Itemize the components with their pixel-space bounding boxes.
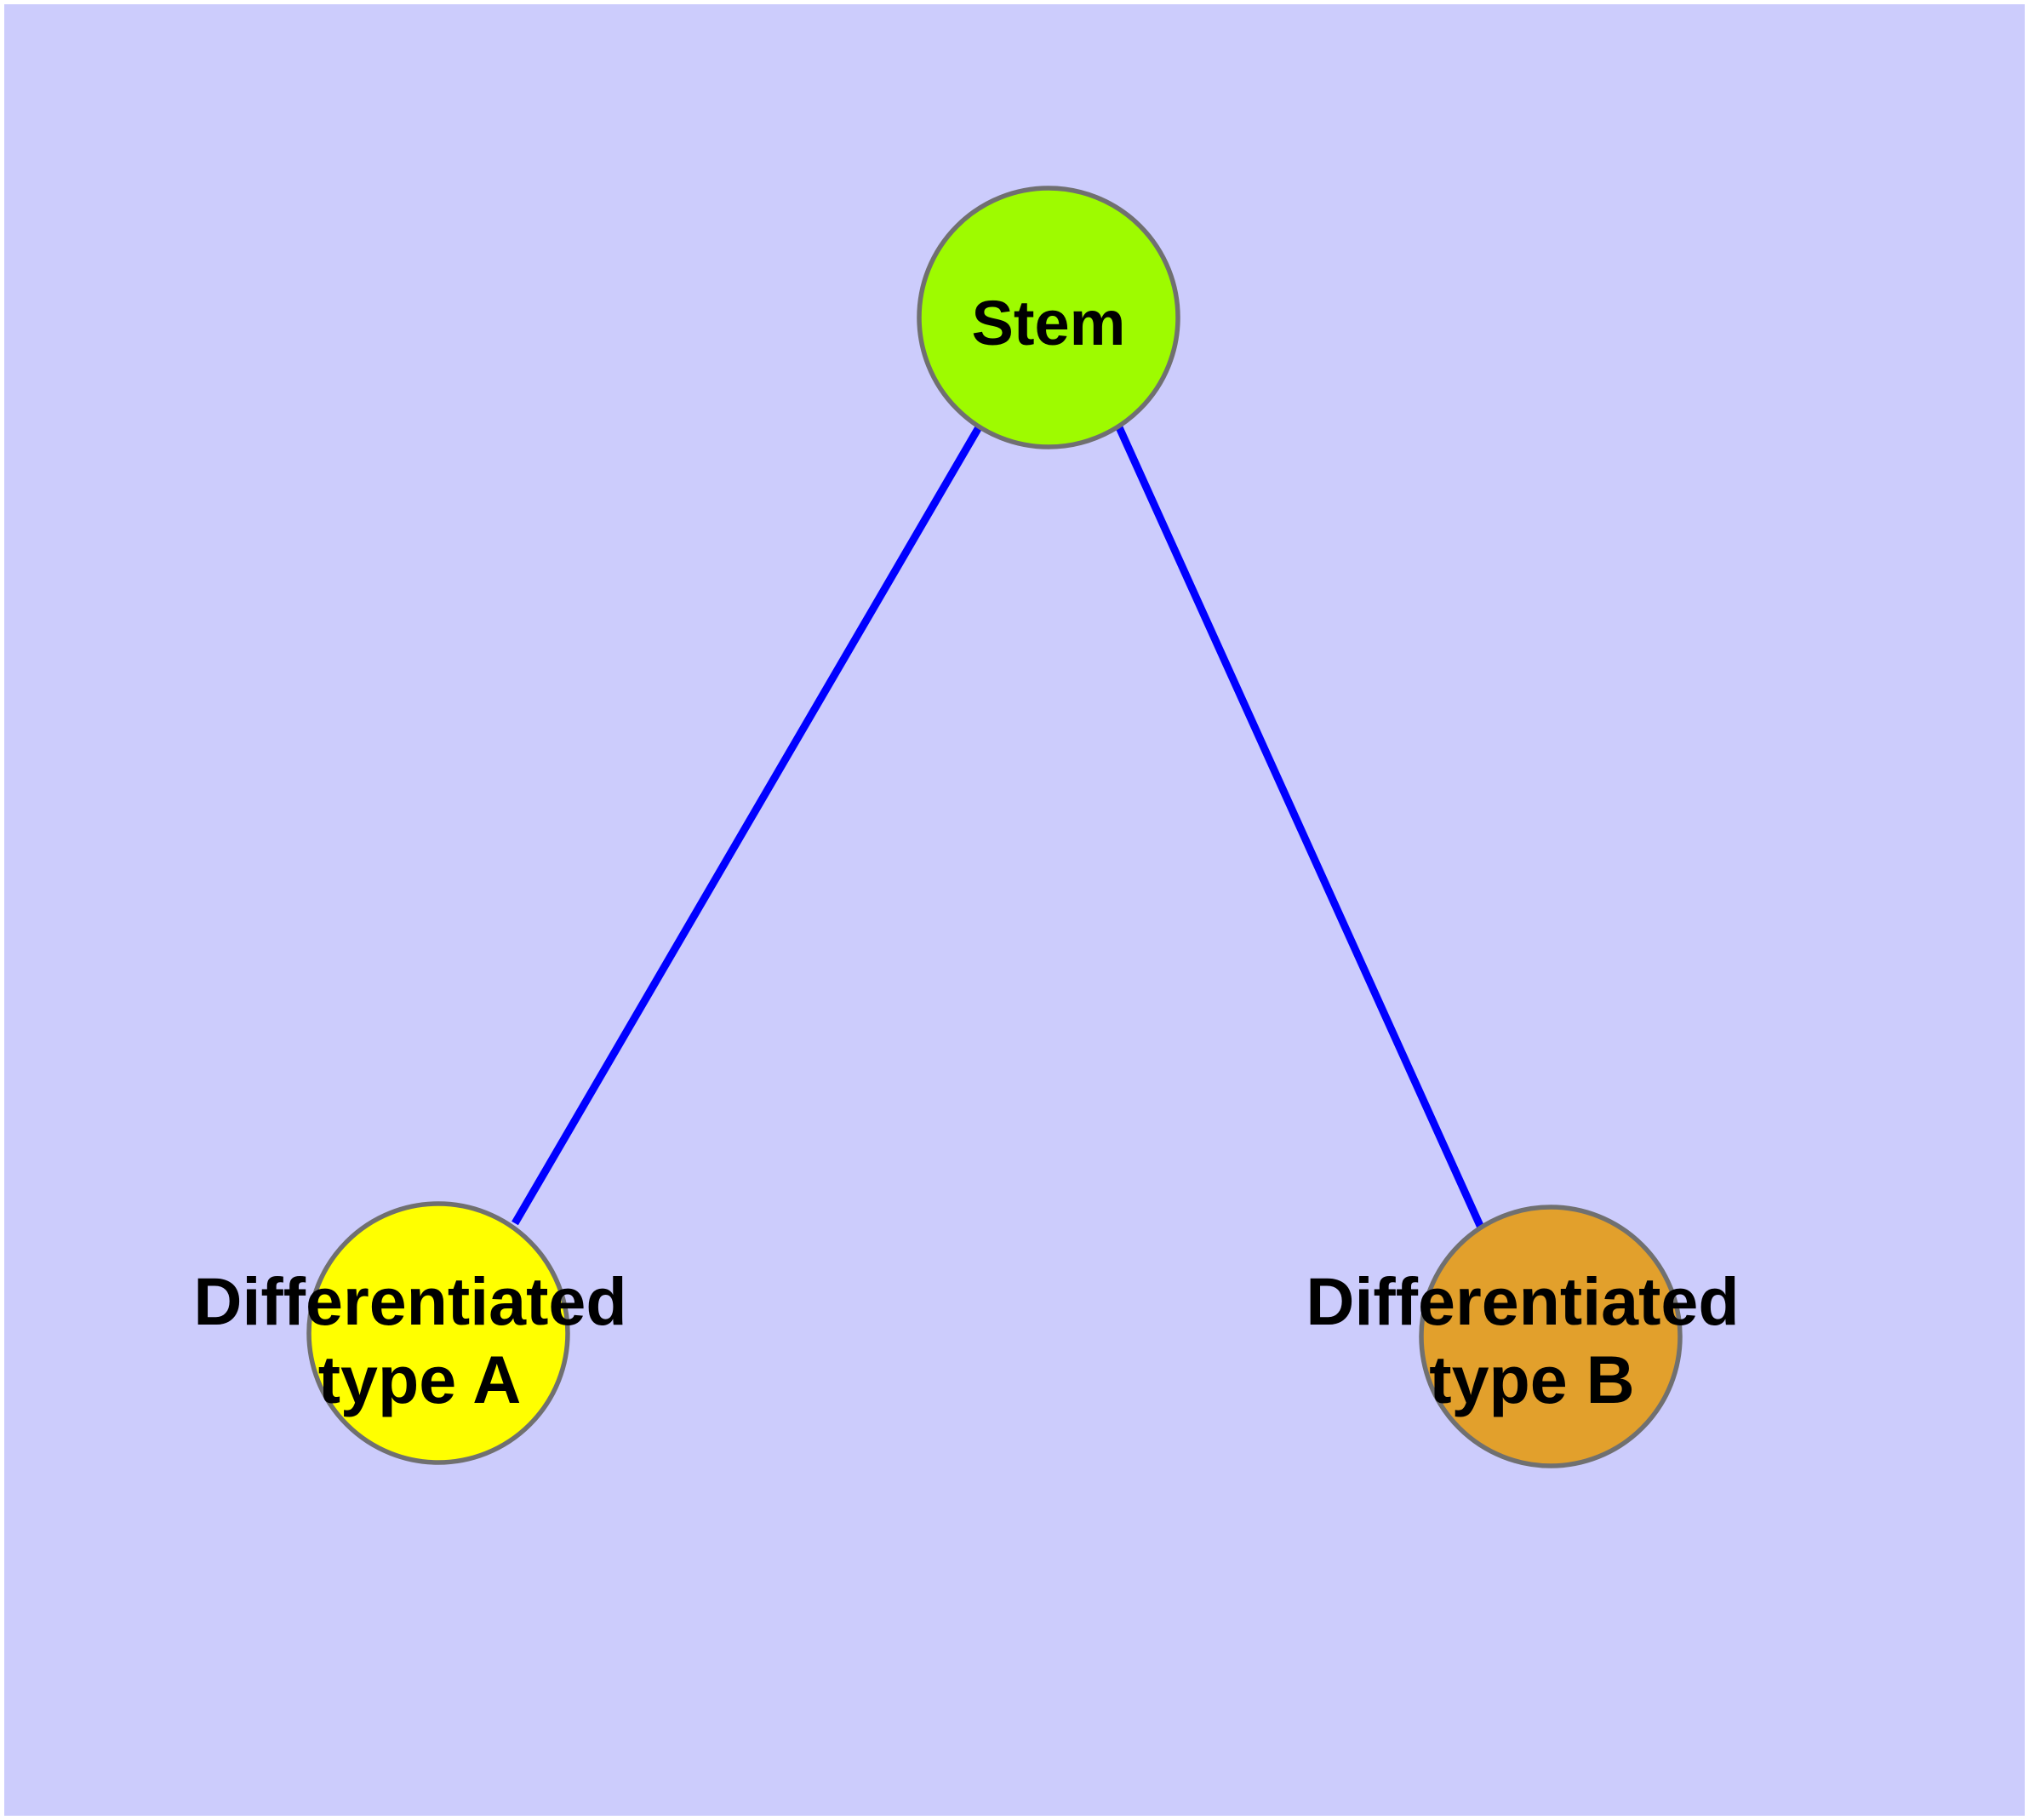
node-differentiated-type-a[interactable]: Differentiated type A xyxy=(193,1201,645,1465)
edge-stem-to-differentiated-type-a[interactable] xyxy=(512,425,982,1226)
node-differentiated-type-a-label-line-1: Differentiated xyxy=(193,1263,626,1339)
cell-lineage-diagram: Stem Differentiated type A Differentiate… xyxy=(193,186,1758,1468)
node-differentiated-type-a-label-line-2: type A xyxy=(318,1342,522,1417)
node-differentiated-type-b-label-line-1: Differentiated xyxy=(1306,1263,1739,1339)
diagram-plot-area: Stem Differentiated type A Differentiate… xyxy=(4,4,2025,1816)
node-stem-label-line-1: Stem xyxy=(972,288,1126,358)
node-differentiated-type-b-circle[interactable] xyxy=(1419,1205,1683,1468)
node-stem-circle[interactable] xyxy=(917,186,1180,449)
node-stem-label: Stem xyxy=(972,288,1126,358)
node-differentiated-type-b[interactable]: Differentiated type B xyxy=(1306,1205,1758,1468)
node-stem[interactable]: Stem xyxy=(917,186,1180,449)
node-differentiated-type-b-label-line-2: type B xyxy=(1429,1342,1634,1417)
edge-stem-to-differentiated-type-b[interactable] xyxy=(1115,426,1485,1229)
node-differentiated-type-a-label: Differentiated type A xyxy=(193,1263,645,1417)
edge-group xyxy=(512,425,1485,1229)
node-differentiated-type-a-circle[interactable] xyxy=(306,1201,570,1465)
node-differentiated-type-b-label: Differentiated type B xyxy=(1306,1263,1758,1417)
